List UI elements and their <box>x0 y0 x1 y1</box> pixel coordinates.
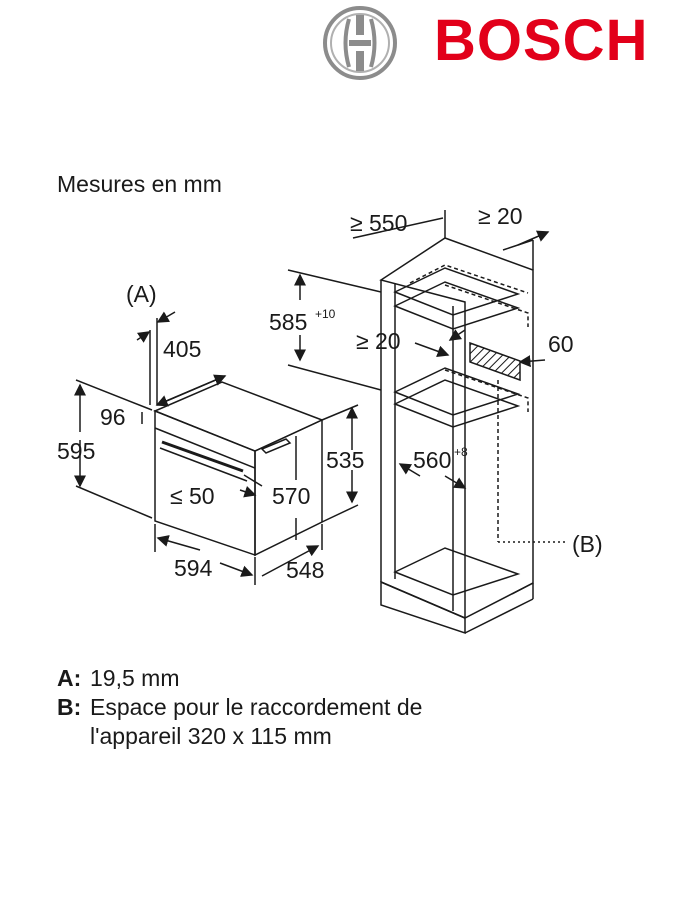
brand-logo-wordmark: BOSCH <box>434 8 649 73</box>
dim-side-gap: 60 <box>548 331 574 357</box>
bosch-armature-emblem-icon <box>323 6 397 80</box>
dim-total-width: 594 <box>174 555 213 581</box>
dim-panel-height: 96 <box>100 404 126 430</box>
tall-cabinet <box>379 237 534 635</box>
dim-cabinet-depth: ≥ 550 <box>350 210 407 236</box>
notes-section: A: 19,5 mm B: Espace pour le raccordemen… <box>57 664 510 751</box>
connection-space-hatch <box>469 341 521 382</box>
oven-body <box>153 381 324 557</box>
dimension-lines <box>74 210 550 585</box>
dim-total-depth: 548 <box>286 557 324 583</box>
dim-niche-height: 585 <box>269 309 307 335</box>
dim-niche-width-tolerance: +8 <box>454 445 468 459</box>
dim-body-height: 535 <box>326 447 364 473</box>
label-b: (B) <box>572 531 603 557</box>
label-a: (A) <box>126 281 157 307</box>
dim-handle-clearance: ≤ 50 <box>170 483 215 509</box>
note-a: A: 19,5 mm <box>57 664 510 693</box>
dim-total-height: 595 <box>57 438 95 464</box>
oven-door-handle <box>161 440 244 473</box>
dim-shelf-gap: ≥ 20 <box>356 328 401 354</box>
note-b: B: Espace pour le raccordement de l'appa… <box>57 693 510 751</box>
dim-front-depth: 405 <box>163 336 201 362</box>
dim-cabinet-top-gap: ≥ 20 <box>478 203 523 229</box>
note-a-text: 19,5 mm <box>90 665 180 691</box>
oven-corner-bracket <box>260 438 292 454</box>
note-b-key: B: <box>57 694 82 720</box>
cabinet-dashed-outlines <box>409 264 566 543</box>
page-heading: Mesures en mm <box>57 171 222 197</box>
oven-top-face <box>153 381 324 452</box>
note-b-text: Espace pour le raccordement de l'apparei… <box>90 694 423 749</box>
dim-niche-width: 560 <box>413 447 451 473</box>
note-a-key: A: <box>57 665 82 691</box>
dim-niche-height-tolerance: +10 <box>315 307 336 321</box>
oven-control-panel-line <box>154 427 256 469</box>
oven-handle-shadow <box>159 447 248 482</box>
dim-body-depth: 570 <box>272 483 310 509</box>
